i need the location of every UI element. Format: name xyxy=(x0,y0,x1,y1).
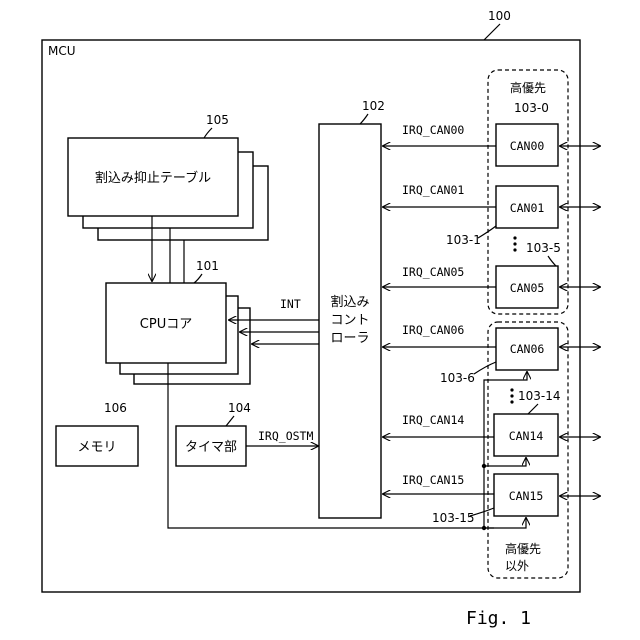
can14-label: CAN14 xyxy=(509,429,544,443)
ellipsis-dot xyxy=(510,400,513,403)
table-label: 割込み抑止テーブル xyxy=(95,170,211,186)
controller-ref-number: 102 xyxy=(362,99,385,113)
memory-ref-number: 106 xyxy=(104,401,127,415)
can00-label: CAN00 xyxy=(510,139,545,153)
controller-label-line2: コント xyxy=(330,313,369,328)
ref-103-6: 103-6 xyxy=(440,371,475,385)
ostm-signal-label: IRQ_OSTM xyxy=(258,429,313,443)
can06-label: CAN06 xyxy=(510,342,545,356)
can06-irq-label: IRQ_CAN06 xyxy=(402,323,464,337)
cpu-label: CPUコア xyxy=(140,317,192,332)
ref-103-1: 103-1 xyxy=(446,233,481,247)
ellipsis-dot xyxy=(513,236,516,239)
table-ref-number: 105 xyxy=(206,113,229,127)
junction-dot xyxy=(482,464,486,468)
figure-label: Fig. 1 xyxy=(466,608,531,629)
cpu-ref-number: 101 xyxy=(196,259,219,273)
non-high-priority-label-line2: 以外 xyxy=(505,559,529,573)
can05-irq-label: IRQ_CAN05 xyxy=(402,265,464,279)
ellipsis-dot xyxy=(513,248,516,251)
can15-irq-label: IRQ_CAN15 xyxy=(402,473,464,487)
timer-ref-number: 104 xyxy=(228,401,251,415)
ellipsis-dot xyxy=(513,242,516,245)
can15-label: CAN15 xyxy=(509,489,544,503)
memory-label: メモリ xyxy=(77,440,116,455)
can01-irq-label: IRQ_CAN01 xyxy=(402,183,464,197)
ellipsis-dot xyxy=(510,388,513,391)
can01-label: CAN01 xyxy=(510,201,545,215)
can05-label: CAN05 xyxy=(510,281,545,295)
ref-103-15: 103-15 xyxy=(432,511,475,525)
mcu-ref-number: 100 xyxy=(488,9,511,23)
high-priority-label: 高優先 xyxy=(510,80,546,95)
mcu-leader-line xyxy=(484,24,500,40)
junction-dot xyxy=(482,526,486,530)
controller-label-line3: ローラ xyxy=(330,331,369,346)
int-signal-label: INT xyxy=(280,297,301,311)
ref-103-0: 103-0 xyxy=(514,101,549,115)
mcu-label: MCU xyxy=(48,44,76,58)
ellipsis-dot xyxy=(510,394,513,397)
can00-irq-label: IRQ_CAN00 xyxy=(402,123,464,137)
ref-103-5: 103-5 xyxy=(526,241,561,255)
controller-label-line1: 割込み xyxy=(330,294,369,310)
non-high-priority-label-line1: 高優先 xyxy=(505,541,541,556)
timer-label: タイマ部 xyxy=(185,440,237,455)
ref-103-14: 103-14 xyxy=(518,389,561,403)
can14-irq-label: IRQ_CAN14 xyxy=(402,413,464,427)
